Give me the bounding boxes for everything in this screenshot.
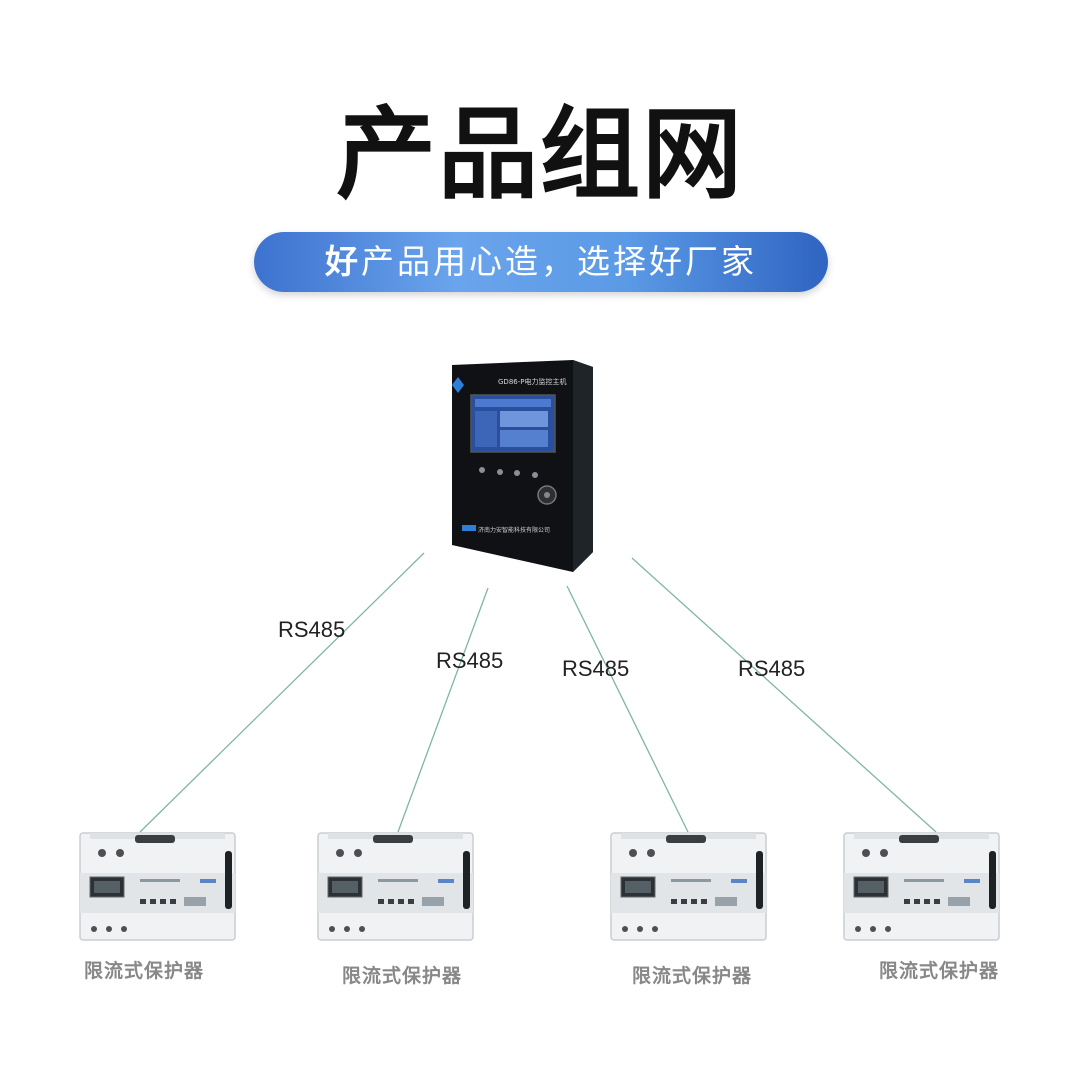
page-title: 产品组网 — [336, 96, 744, 213]
link-label: RS485 — [562, 656, 630, 681]
logo-icon — [452, 377, 464, 393]
link-line-2 — [397, 587, 489, 833]
current-limiting-protector — [317, 832, 474, 941]
link-label: RS485 — [278, 617, 346, 642]
device-label: 限流式保护器 — [84, 960, 205, 982]
current-limiting-protector — [610, 832, 767, 941]
link-line-1 — [139, 552, 425, 833]
link-line-3 — [566, 585, 689, 833]
host-button — [497, 469, 503, 475]
current-limiting-protector — [843, 832, 1000, 941]
link-line-4 — [631, 557, 937, 833]
slogan-text: 产品用心造，选择好厂家 — [361, 242, 757, 281]
host-model-text: GD86-P电力监控主机 — [498, 377, 566, 386]
slogan-first-char: 好 — [325, 242, 361, 281]
link-label: RS485 — [738, 656, 806, 681]
device-label: 限流式保护器 — [879, 960, 1000, 982]
host-button — [514, 470, 520, 476]
host-brand-text: 济南力安智能科技有限公司 — [478, 526, 550, 534]
host-button — [479, 467, 485, 473]
current-limiting-protector — [79, 832, 236, 941]
host-controller: GD86-P电力监控主机 济南力安智能科技有限公司 — [452, 360, 593, 572]
device-label: 限流式保护器 — [342, 965, 463, 987]
link-label: RS485 — [436, 648, 504, 673]
device-label: 限流式保护器 — [632, 965, 753, 987]
slogan-banner: 好产品用心造，选择好厂家 — [254, 232, 828, 292]
host-button — [532, 472, 538, 478]
